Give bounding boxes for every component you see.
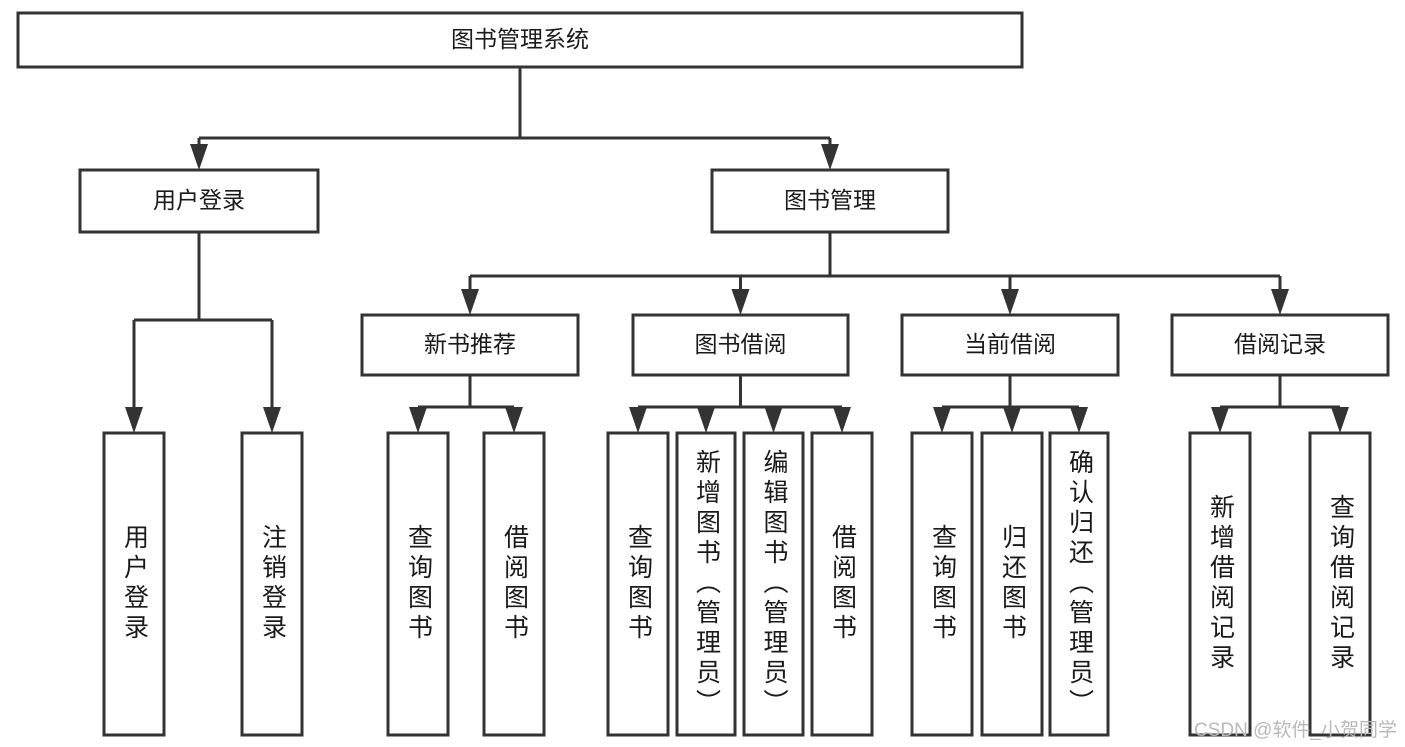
node-leaf-add-borrow-record[interactable] — [1188, 431, 1252, 737]
arrow-head-icon — [833, 407, 851, 433]
node-leaf-query-book-3[interactable] — [910, 431, 974, 737]
node-leaf-return-book[interactable] — [980, 431, 1044, 737]
node-leaf-logout-login[interactable] — [240, 431, 304, 737]
node-leaf-user-login[interactable] — [102, 431, 166, 737]
arrow-head-icon — [505, 407, 523, 433]
node-root-book-management-system-label: 图书管理系统 — [451, 26, 589, 52]
arrow-head-icon — [933, 407, 951, 433]
node-book-manage[interactable] — [710, 168, 950, 234]
node-book-manage-label: 图书管理 — [784, 187, 876, 213]
arrow-head-icon — [1331, 407, 1349, 433]
node-user-login[interactable] — [78, 168, 320, 234]
node-user-login-label: 用户登录 — [153, 187, 245, 213]
arrow-head-icon — [461, 289, 479, 315]
node-borrow-record-label: 借阅记录 — [1234, 331, 1326, 357]
node-leaf-borrow-book-2[interactable] — [810, 431, 874, 737]
node-current-borrow[interactable] — [900, 313, 1120, 377]
node-leaf-query-borrow-record[interactable] — [1308, 431, 1372, 737]
node-root-book-management-system[interactable] — [16, 11, 1024, 69]
node-current-borrow-label: 当前借阅 — [964, 331, 1056, 357]
node-borrow-record[interactable] — [1170, 313, 1390, 377]
arrow-head-icon — [125, 407, 143, 433]
node-leaf-query-book-2[interactable] — [606, 431, 670, 737]
node-boxes-layer — [16, 11, 1390, 737]
node-new-book-recommend[interactable] — [360, 313, 580, 377]
node-book-borrow-label: 图书借阅 — [695, 331, 787, 357]
arrow-head-icon — [764, 407, 783, 433]
node-leaf-edit-book-admin[interactable] — [742, 431, 805, 737]
node-leaf-confirm-return[interactable] — [1048, 431, 1110, 737]
arrow-head-icon — [731, 289, 750, 315]
node-book-borrow[interactable] — [631, 313, 850, 377]
node-leaf-query-book-1[interactable] — [386, 431, 450, 737]
node-leaf-borrow-book-1[interactable] — [482, 431, 546, 737]
watermark-text: CSDN @软件_小贺同学 — [1194, 720, 1397, 741]
arrow-head-icon — [1211, 407, 1229, 433]
node-leaf-add-book-admin[interactable] — [675, 431, 737, 737]
arrow-head-icon — [190, 144, 208, 170]
arrow-head-icon — [409, 407, 427, 433]
arrow-head-icon — [1271, 289, 1289, 315]
arrow-head-icon — [1070, 407, 1088, 433]
arrow-head-icon — [697, 407, 715, 433]
node-new-book-recommend-label: 新书推荐 — [424, 331, 516, 357]
connectors-layer — [125, 67, 1349, 433]
arrow-head-icon — [263, 407, 281, 433]
arrow-head-icon — [629, 407, 647, 433]
arrow-head-icon — [1001, 289, 1019, 315]
arrow-head-icon — [1003, 407, 1021, 433]
arrow-head-icon — [821, 144, 839, 170]
